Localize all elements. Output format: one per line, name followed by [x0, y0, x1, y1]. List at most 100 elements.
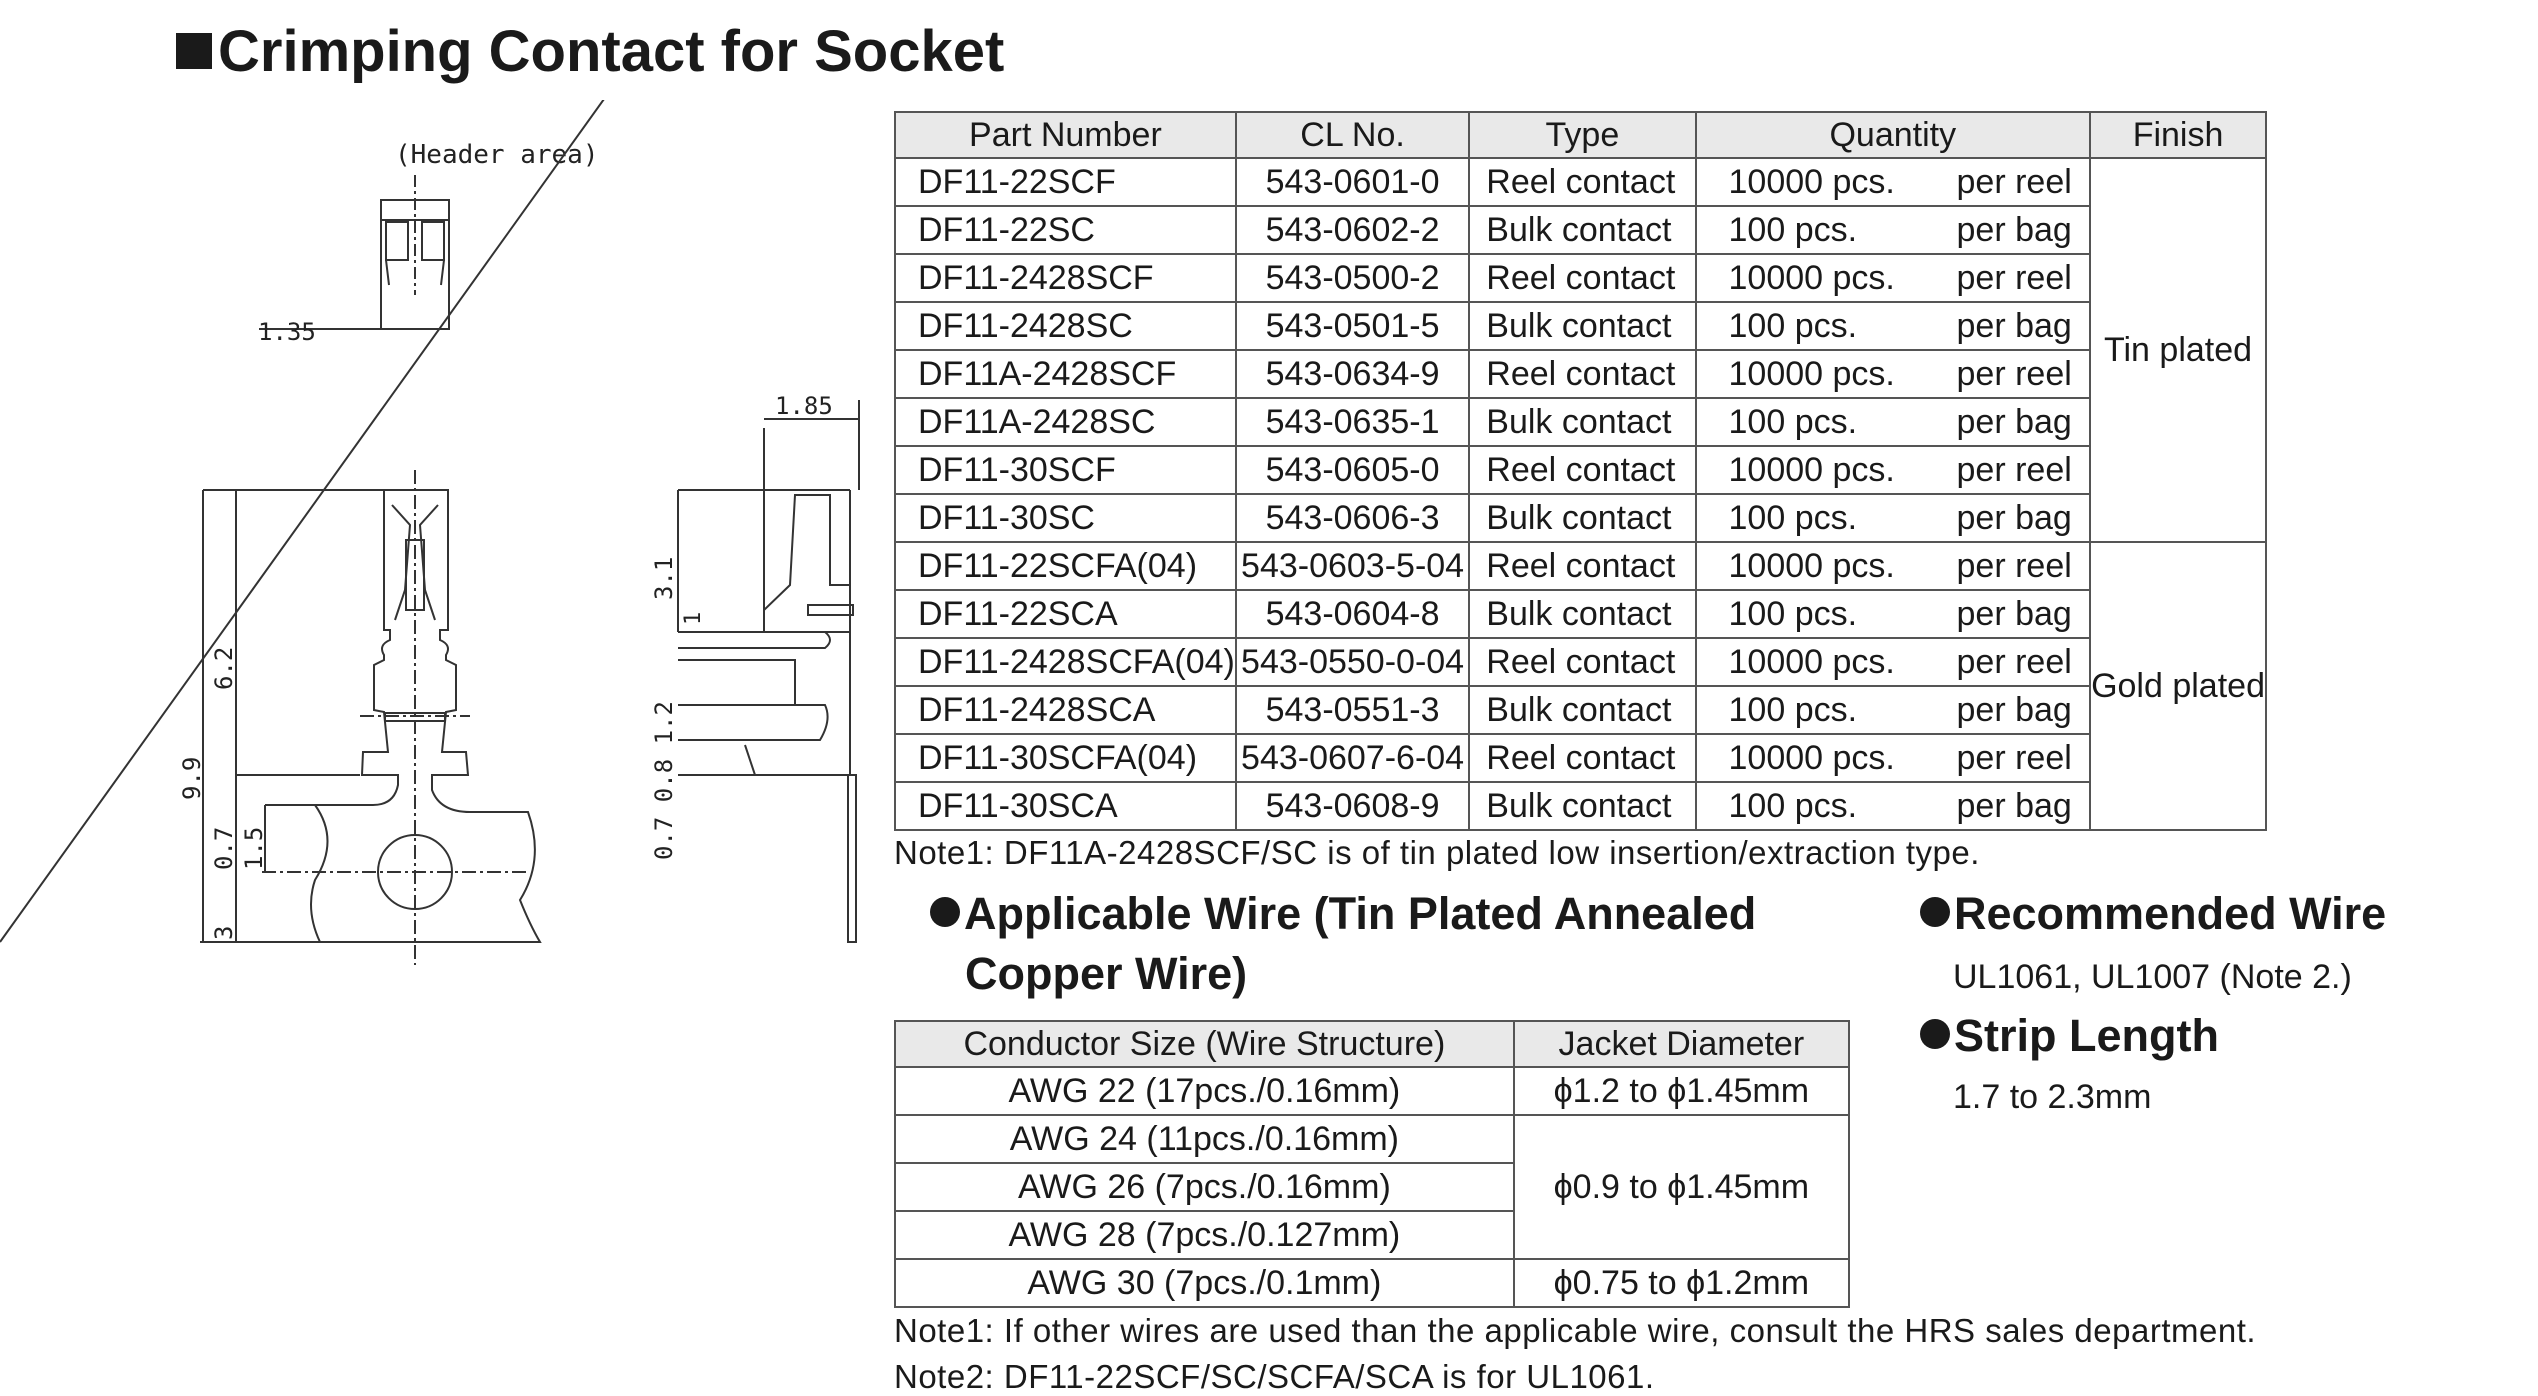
jacket-diameter: ϕ1.2 to ϕ1.45mm [1512, 1066, 1851, 1116]
quantity: 100 pcs.per bag [1694, 301, 2092, 351]
table-row: AWG 22 (17pcs./0.16mm)ϕ1.2 to ϕ1.45mm [894, 1066, 1851, 1116]
quantity-value: 10000 pcs. [1728, 738, 1895, 777]
parts-note: Note1: DF11A-2428SCF/SC is of tin plated… [894, 834, 1980, 871]
strip-length-value: 1.7 to 2.3mm [1953, 1078, 2152, 1116]
dim-0-7: 0.7 [210, 827, 238, 870]
bullet-icon [1920, 897, 1950, 927]
header-area-view [259, 175, 450, 330]
quantity-value: 100 pcs. [1728, 498, 1858, 537]
dim-header-width: 1.35 [258, 318, 316, 346]
bullet-icon [930, 897, 960, 927]
dim-1-5: 1.5 [240, 827, 268, 870]
page-title: Crimping Contact for Socket [176, 18, 1004, 85]
cl-number: 543-0605-0 [1234, 445, 1471, 495]
contact-type: Reel contact [1468, 445, 1697, 495]
quantity-value: 10000 pcs. [1728, 162, 1895, 201]
quantity-value: 100 pcs. [1728, 690, 1858, 729]
quantity-value: 10000 pcs. [1728, 258, 1895, 297]
quantity-unit: per bag [1956, 402, 2072, 441]
contact-type: Reel contact [1468, 541, 1697, 591]
wire-note-2: Note2: DF11-22SCF/SC/SCFA/SCA is for UL1… [894, 1358, 1655, 1395]
quantity-unit: per bag [1956, 594, 2072, 633]
part-number: DF11-30SC [894, 493, 1237, 543]
quantity-value: 100 pcs. [1728, 594, 1858, 633]
jacket-diameter: ϕ0.9 to ϕ1.45mm [1512, 1114, 1851, 1260]
col-conductor-size: Conductor Size (Wire Structure) [894, 1020, 1515, 1068]
wire-note-1: Note1: If other wires are used than the … [894, 1312, 2257, 1349]
conductor-size: AWG 30 (7pcs./0.1mm) [894, 1258, 1515, 1308]
finish-tin: Tin plated [2089, 157, 2267, 543]
contact-drawing: (Header area) 1.35 9.9 6.2 0.7 1.5 3 1.8… [0, 100, 860, 965]
dim-side-width: 1.85 [775, 392, 833, 420]
part-number: DF11A-2428SCF [894, 349, 1237, 399]
cl-number: 543-0551-3 [1234, 685, 1471, 735]
dim-3-1: 3.1 [650, 557, 678, 600]
quantity: 10000 pcs. per reel [1694, 157, 2092, 207]
quantity-unit: per reel [1956, 354, 2072, 393]
contact-type: Bulk contact [1468, 589, 1697, 639]
applicable-wire-heading: Applicable Wire (Tin Plated Annealed [930, 888, 1756, 940]
quantity: 100 pcs.per bag [1694, 205, 2092, 255]
part-number: DF11-2428SCF [894, 253, 1237, 303]
col-cl-no: CL No. [1234, 111, 1471, 159]
col-part-number: Part Number [894, 111, 1237, 159]
header-area-label: (Header area) [395, 140, 599, 170]
quantity-unit: per reel [1956, 642, 2072, 681]
col-jacket-diameter: Jacket Diameter [1512, 1020, 1851, 1068]
quantity: 10000 pcs. per reel [1694, 637, 2092, 687]
quantity-unit: per reel [1956, 162, 2072, 201]
part-number: DF11-30SCA [894, 781, 1237, 831]
quantity-value: 10000 pcs. [1728, 450, 1895, 489]
contact-type: Reel contact [1468, 253, 1697, 303]
part-number: DF11-22SCA [894, 589, 1237, 639]
contact-side-view [0, 100, 860, 943]
quantity-unit: per bag [1956, 210, 2072, 249]
finish-gold: Gold plated [2089, 541, 2267, 831]
quantity: 10000 pcs.per reel [1694, 541, 2092, 591]
applicable-wire-heading-line1: Applicable Wire (Tin Plated Annealed [964, 888, 1757, 939]
applicable-wire-table: Conductor Size (Wire Structure) Jacket D… [894, 1020, 1851, 1308]
quantity-unit: per bag [1956, 690, 2072, 729]
cl-number: 543-0602-2 [1234, 205, 1471, 255]
contact-front-view [200, 470, 542, 965]
quantity-unit: per reel [1956, 738, 2072, 777]
quantity: 10000 pcs.per reel [1694, 349, 2092, 399]
quantity: 100 pcs.per bag [1694, 781, 2092, 831]
recommended-wire-heading: Recommended Wire [1920, 888, 2386, 940]
cl-number: 543-0608-9 [1234, 781, 1471, 831]
cl-number: 543-0550-0-04 [1234, 637, 1471, 687]
parts-table: Part Number CL No. Type Quantity Finish … [894, 111, 2267, 831]
cl-number: 543-0606-3 [1234, 493, 1471, 543]
cl-number: 543-0634-9 [1234, 349, 1471, 399]
dim-1: 1 [681, 612, 706, 625]
part-number: DF11-2428SC [894, 301, 1237, 351]
quantity: 10000 pcs.per reel [1694, 253, 2092, 303]
cl-number: 543-0500-2 [1234, 253, 1471, 303]
contact-type: Reel contact [1468, 157, 1697, 207]
col-type: Type [1468, 111, 1697, 159]
contact-type: Bulk contact [1468, 205, 1697, 255]
cl-number: 543-0603-5-04 [1234, 541, 1471, 591]
cl-number: 543-0635-1 [1234, 397, 1471, 447]
part-number: DF11-22SCFA(04) [894, 541, 1237, 591]
quantity: 100 pcs. per bag [1694, 685, 2092, 735]
conductor-size: AWG 22 (17pcs./0.16mm) [894, 1066, 1515, 1116]
quantity-value: 100 pcs. [1728, 306, 1858, 345]
recommended-wire-value: UL1061, UL1007 (Note 2.) [1953, 958, 2352, 996]
contact-type: Bulk contact [1468, 301, 1697, 351]
square-bullet-icon [176, 33, 212, 69]
quantity-value: 10000 pcs. [1728, 642, 1895, 681]
part-number: DF11-2428SCA [894, 685, 1237, 735]
contact-type: Reel contact [1468, 733, 1697, 783]
quantity: 10000 pcs.per reel [1694, 445, 2092, 495]
part-number: DF11-22SCF [894, 157, 1237, 207]
contact-type: Reel contact [1468, 637, 1697, 687]
